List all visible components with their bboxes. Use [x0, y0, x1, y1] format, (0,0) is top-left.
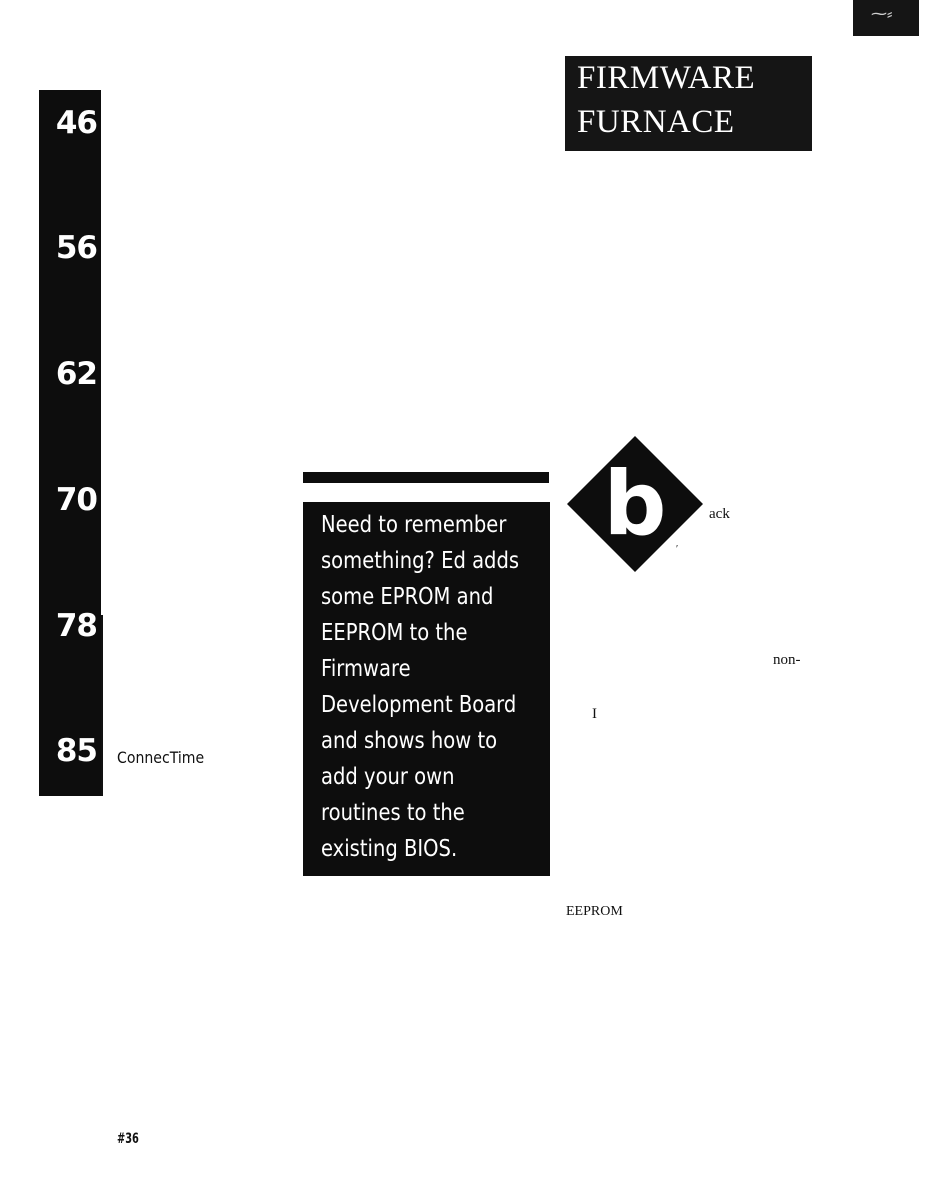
connectime-label: ConnecTime: [117, 748, 205, 767]
page-number-70: 70: [55, 482, 98, 518]
corner-tab: ⁓⸗: [853, 0, 919, 36]
fragment-non: non-: [773, 652, 801, 668]
deck-line: EEPROM to the: [321, 620, 468, 646]
page-number-46: 46: [55, 105, 98, 141]
strip-rule: [101, 615, 103, 796]
deck-line: something? Ed adds: [321, 548, 520, 574]
drop-cap-letter: b: [604, 452, 667, 555]
deck-line: existing BIOS.: [321, 836, 458, 862]
fragment-eeprom: EEPROM: [566, 904, 623, 919]
page-number-78: 78: [55, 608, 98, 644]
deck-line: and shows how to: [321, 728, 498, 754]
deck-box: Need to remember something? Ed adds some…: [303, 502, 550, 876]
diamond-shape: [567, 436, 703, 572]
section-header: FIRMWARE FURNACE: [565, 56, 812, 151]
deck-line: Need to remember: [321, 512, 507, 538]
page-number-62: 62: [55, 356, 98, 392]
corner-glyph: ⁓⸗: [871, 4, 893, 23]
header-line-1: FIRMWARE: [577, 60, 756, 96]
deck-line: some EPROM and: [321, 584, 494, 610]
deck-line: add your own: [321, 764, 455, 790]
fragment-one: I: [592, 706, 597, 722]
page-number-56: 56: [55, 230, 98, 266]
page-number-85: 85: [55, 733, 98, 769]
deck-line: Firmware: [321, 656, 411, 682]
issue-number: #36: [117, 1131, 139, 1147]
header-line-2: FURNACE: [577, 104, 735, 140]
deck-line: Development Board: [321, 692, 517, 718]
deck-top-bar: [303, 472, 549, 483]
page-number-strip: [39, 90, 101, 796]
fragment-tick: ′: [676, 544, 679, 555]
fragment-ack: ack: [709, 506, 730, 522]
deck-line: routines to the: [321, 800, 465, 826]
drop-cap-diamond: b: [567, 436, 703, 572]
